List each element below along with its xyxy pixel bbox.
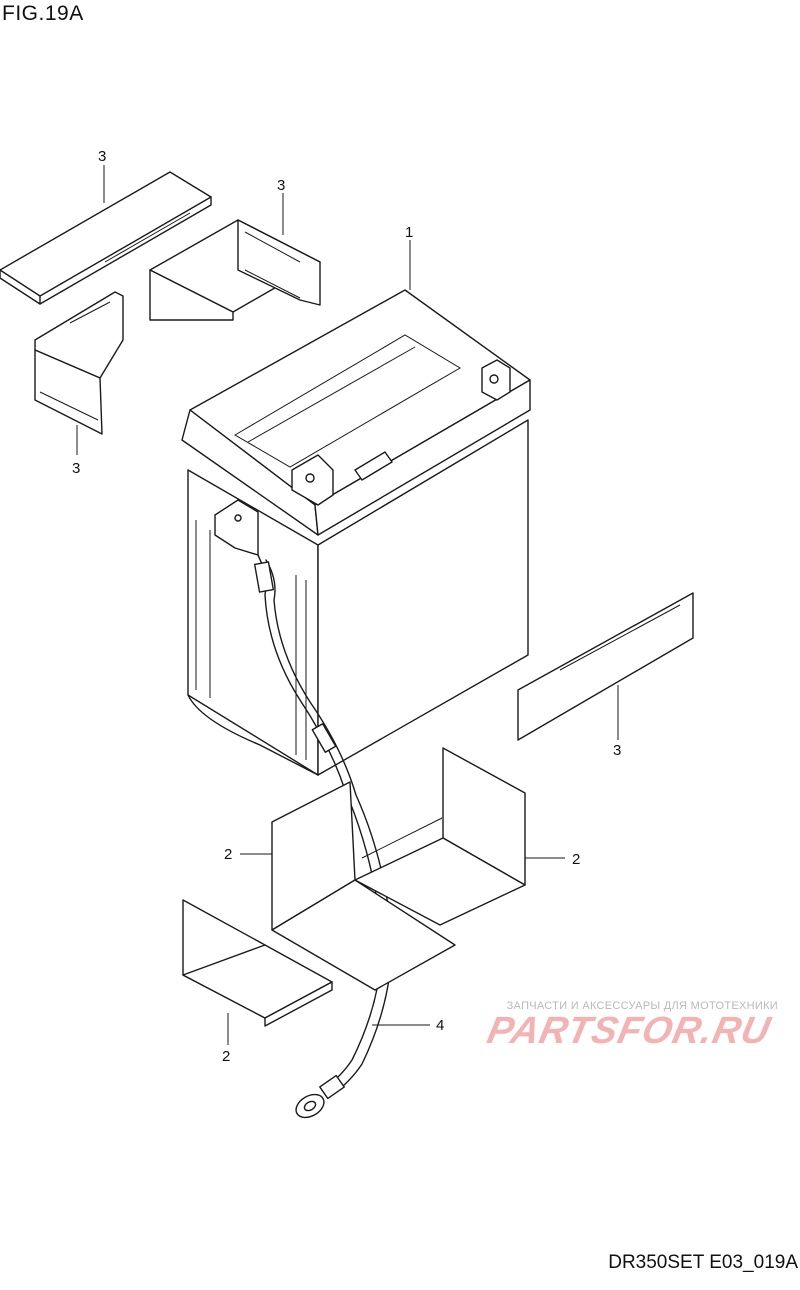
callout-cable: 4 (436, 1017, 444, 1034)
reference-code: DR350SET E03_019A (608, 1252, 798, 1273)
callout-battery: 1 (405, 224, 413, 241)
pad-left-small[interactable] (34, 291, 124, 435)
watermark-logo: PARTSFOR.RU (483, 1010, 775, 1052)
pad-right[interactable] (517, 592, 694, 741)
callout-pad-top-mid: 3 (277, 177, 285, 194)
watermark-tagline: ЗАПЧАСТИ И АКСЕССУАРЫ ДЛЯ МОТОТЕХНИКИ (506, 1000, 778, 1012)
leader-lines (76, 165, 619, 1045)
pad-top-mid[interactable] (149, 219, 321, 321)
callout-holder-bottom: 2 (222, 1048, 230, 1065)
battery[interactable] (181, 289, 531, 776)
holder-bottom[interactable] (182, 899, 333, 1027)
holder-right[interactable] (354, 747, 526, 926)
callout-holder-right: 2 (572, 851, 580, 868)
callout-pad-right: 3 (613, 742, 621, 759)
callout-pad-top-left: 3 (98, 148, 106, 165)
callout-pad-left-small: 3 (72, 460, 80, 477)
pad-top-left[interactable] (0, 171, 212, 305)
holder-left[interactable] (271, 781, 456, 991)
figure-title: FIG.19A (2, 2, 84, 25)
callout-labels: 3 3 1 3 3 2 2 4 2 (72, 148, 621, 1065)
callout-holder-left: 2 (224, 846, 232, 863)
